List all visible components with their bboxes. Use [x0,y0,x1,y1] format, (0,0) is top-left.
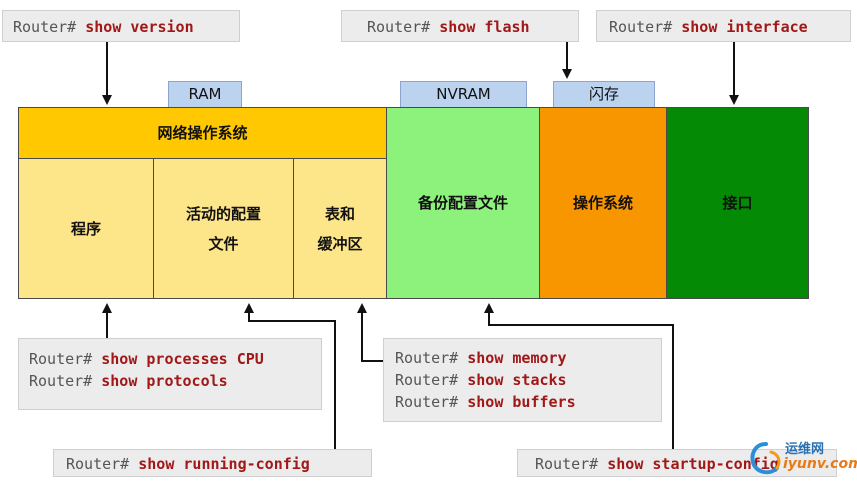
prompt-text: Router# [395,371,459,389]
interfaces-label: 接口 [722,194,753,212]
command-text: show flash [439,18,530,36]
watermark-logo: 运维网 iyunv.com [749,438,857,478]
os-label: 操作系统 [572,194,633,212]
command-text: show memory [467,349,567,367]
command-text: show protocols [101,372,228,390]
ram-tab: RAM [168,81,242,108]
tables-label-line2: 缓冲区 [317,234,363,253]
arrow-memory [357,303,383,362]
programs-label: 程序 [70,219,101,238]
interfaces-block: 接口 [666,107,809,299]
tables-label-line1: 表和 [324,204,355,223]
os-block: 操作系统 [539,107,667,299]
show-interface-box: Router# show interface [596,10,851,42]
show-version-box: Router# show version [2,10,240,42]
command-text: show running-config [138,455,310,473]
programs-block: 程序 [18,158,154,299]
command-text: show interface [681,18,808,36]
prompt-text: Router# [29,350,93,368]
prompt-text: Router# [609,18,673,36]
memory-stacks-buffers-box: Router# show memory Router# show stacks … [383,338,662,422]
show-flash-box: Router# show flash [341,10,579,42]
active-config-label-line1: 活动的配置 [185,204,261,223]
prompt-text: Router# [535,455,599,473]
active-config-block: 活动的配置 文件 [153,158,294,299]
command-text: show version [85,18,194,36]
prompt-text: Router# [395,393,459,411]
startup-config-box: Router# show startup-config [517,449,837,477]
prompt-text: Router# [13,18,77,36]
flash-tab: 闪存 [553,81,655,108]
watermark-line2: iyunv.com [783,456,857,472]
command-text: show buffers [467,393,576,411]
running-config-box: Router# show running-config [53,449,372,477]
command-text: show stacks [467,371,567,389]
network-os-label: 网络操作系统 [157,124,248,142]
command-text: show processes CPU [101,350,264,368]
active-config-label-line2: 文件 [208,234,239,253]
prompt-text: Router# [395,349,459,367]
command-text: show startup-config [607,455,779,473]
tables-buffers-block: 表和 缓冲区 [293,158,387,299]
network-os-block: 网络操作系统 [18,107,387,159]
swirl-icon [750,442,781,475]
prompt-text: Router# [367,18,431,36]
prompt-text: Router# [29,372,93,390]
prompt-text: Router# [66,455,130,473]
backup-config-label: 备份配置文件 [417,194,508,212]
backup-config-block: 备份配置文件 [386,107,540,299]
watermark-line1: 运维网 [785,442,825,457]
processes-protocols-box: Router# show processes CPU Router# show … [18,338,322,410]
nvram-tab: NVRAM [400,81,527,108]
